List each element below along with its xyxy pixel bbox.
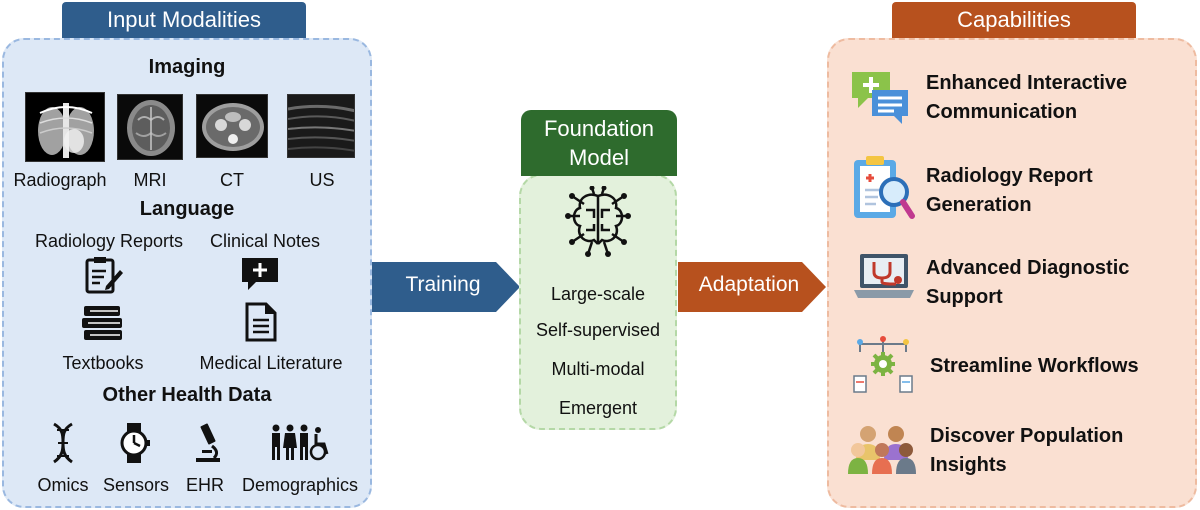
radiology-reports-label: Radiology Reports: [34, 231, 184, 251]
foundation-model-title: Foundation Model: [521, 110, 677, 176]
capability-1-line1: Enhanced Interactive: [926, 72, 1128, 94]
radiograph-image: [25, 92, 105, 162]
sensors-label: Sensors: [102, 475, 170, 495]
other-health-data-heading: Other Health Data: [102, 384, 272, 406]
dna-icon: [53, 422, 73, 464]
capability-3-line2: Support: [926, 286, 1003, 308]
report-magnifier-icon: [854, 156, 915, 219]
ehr-label: EHR: [185, 475, 224, 495]
adaptation-arrow: [678, 262, 826, 312]
report-icon: [85, 257, 123, 294]
capability-4-line1: Streamline Workflows: [930, 355, 1139, 377]
capability-2-line2: Generation: [926, 194, 1032, 216]
property-emergent: Emergent: [558, 398, 638, 418]
ultrasound-image: [287, 94, 355, 158]
capability-2-line1: Radiology Report: [926, 165, 1093, 187]
mri-image: [117, 94, 183, 160]
capability-diagnostic-support: Advanced Diagnostic Support: [926, 254, 1129, 312]
microscope-icon: [196, 423, 220, 462]
capability-streamline-workflows: Streamline Workflows: [930, 352, 1139, 381]
mri-label: MRI: [133, 170, 167, 190]
literature-document-icon: [245, 302, 277, 342]
textbooks-icon: [82, 306, 122, 340]
property-self-supervised: Self-supervised: [535, 320, 661, 340]
clinical-note-chat-icon: [242, 258, 278, 290]
capability-5-line1: Discover Population: [930, 425, 1124, 447]
capability-population-insights: Discover Population Insights: [930, 422, 1123, 480]
population-people-icon: [848, 426, 916, 474]
imaging-heading: Imaging: [148, 56, 226, 78]
capability-3-line1: Advanced Diagnostic: [926, 257, 1130, 279]
capability-report-generation: Radiology Report Generation: [926, 162, 1093, 220]
capability-5-line2: Insights: [930, 454, 1007, 476]
wearable-sensor-icon: [120, 423, 150, 463]
textbooks-label: Textbooks: [62, 353, 144, 373]
ct-label: CT: [220, 170, 244, 190]
ct-image: [196, 94, 268, 158]
capabilities-title: Capabilities: [892, 2, 1136, 38]
us-label: US: [309, 170, 335, 190]
language-heading: Language: [139, 198, 235, 220]
adaptation-label: Adaptation: [698, 273, 800, 296]
foundation-title-line2: Model: [569, 145, 629, 170]
capability-interactive-communication: Enhanced Interactive Communication: [926, 69, 1127, 127]
omics-label: Omics: [37, 475, 89, 495]
capability-1-line2: Communication: [926, 101, 1078, 123]
input-modalities-title: Input Modalities: [62, 2, 306, 38]
property-multi-modal: Multi-modal: [551, 359, 645, 379]
medical-chat-bubbles-icon: [852, 72, 908, 124]
ai-brain-circuit-icon: [565, 186, 631, 257]
demographics-label: Demographics: [241, 475, 359, 495]
workflow-gear-icon: [853, 336, 913, 393]
demographics-people-icon: [272, 424, 329, 461]
training-arrow: [372, 262, 520, 312]
training-label: Training: [405, 273, 481, 296]
medical-literature-label: Medical Literature: [199, 353, 343, 373]
property-large-scale: Large-scale: [550, 284, 646, 304]
diagnostic-laptop-icon: [854, 254, 914, 298]
foundation-title-line1: Foundation: [543, 116, 655, 141]
clinical-notes-label: Clinical Notes: [209, 231, 321, 251]
radiograph-label: Radiograph: [13, 170, 107, 190]
